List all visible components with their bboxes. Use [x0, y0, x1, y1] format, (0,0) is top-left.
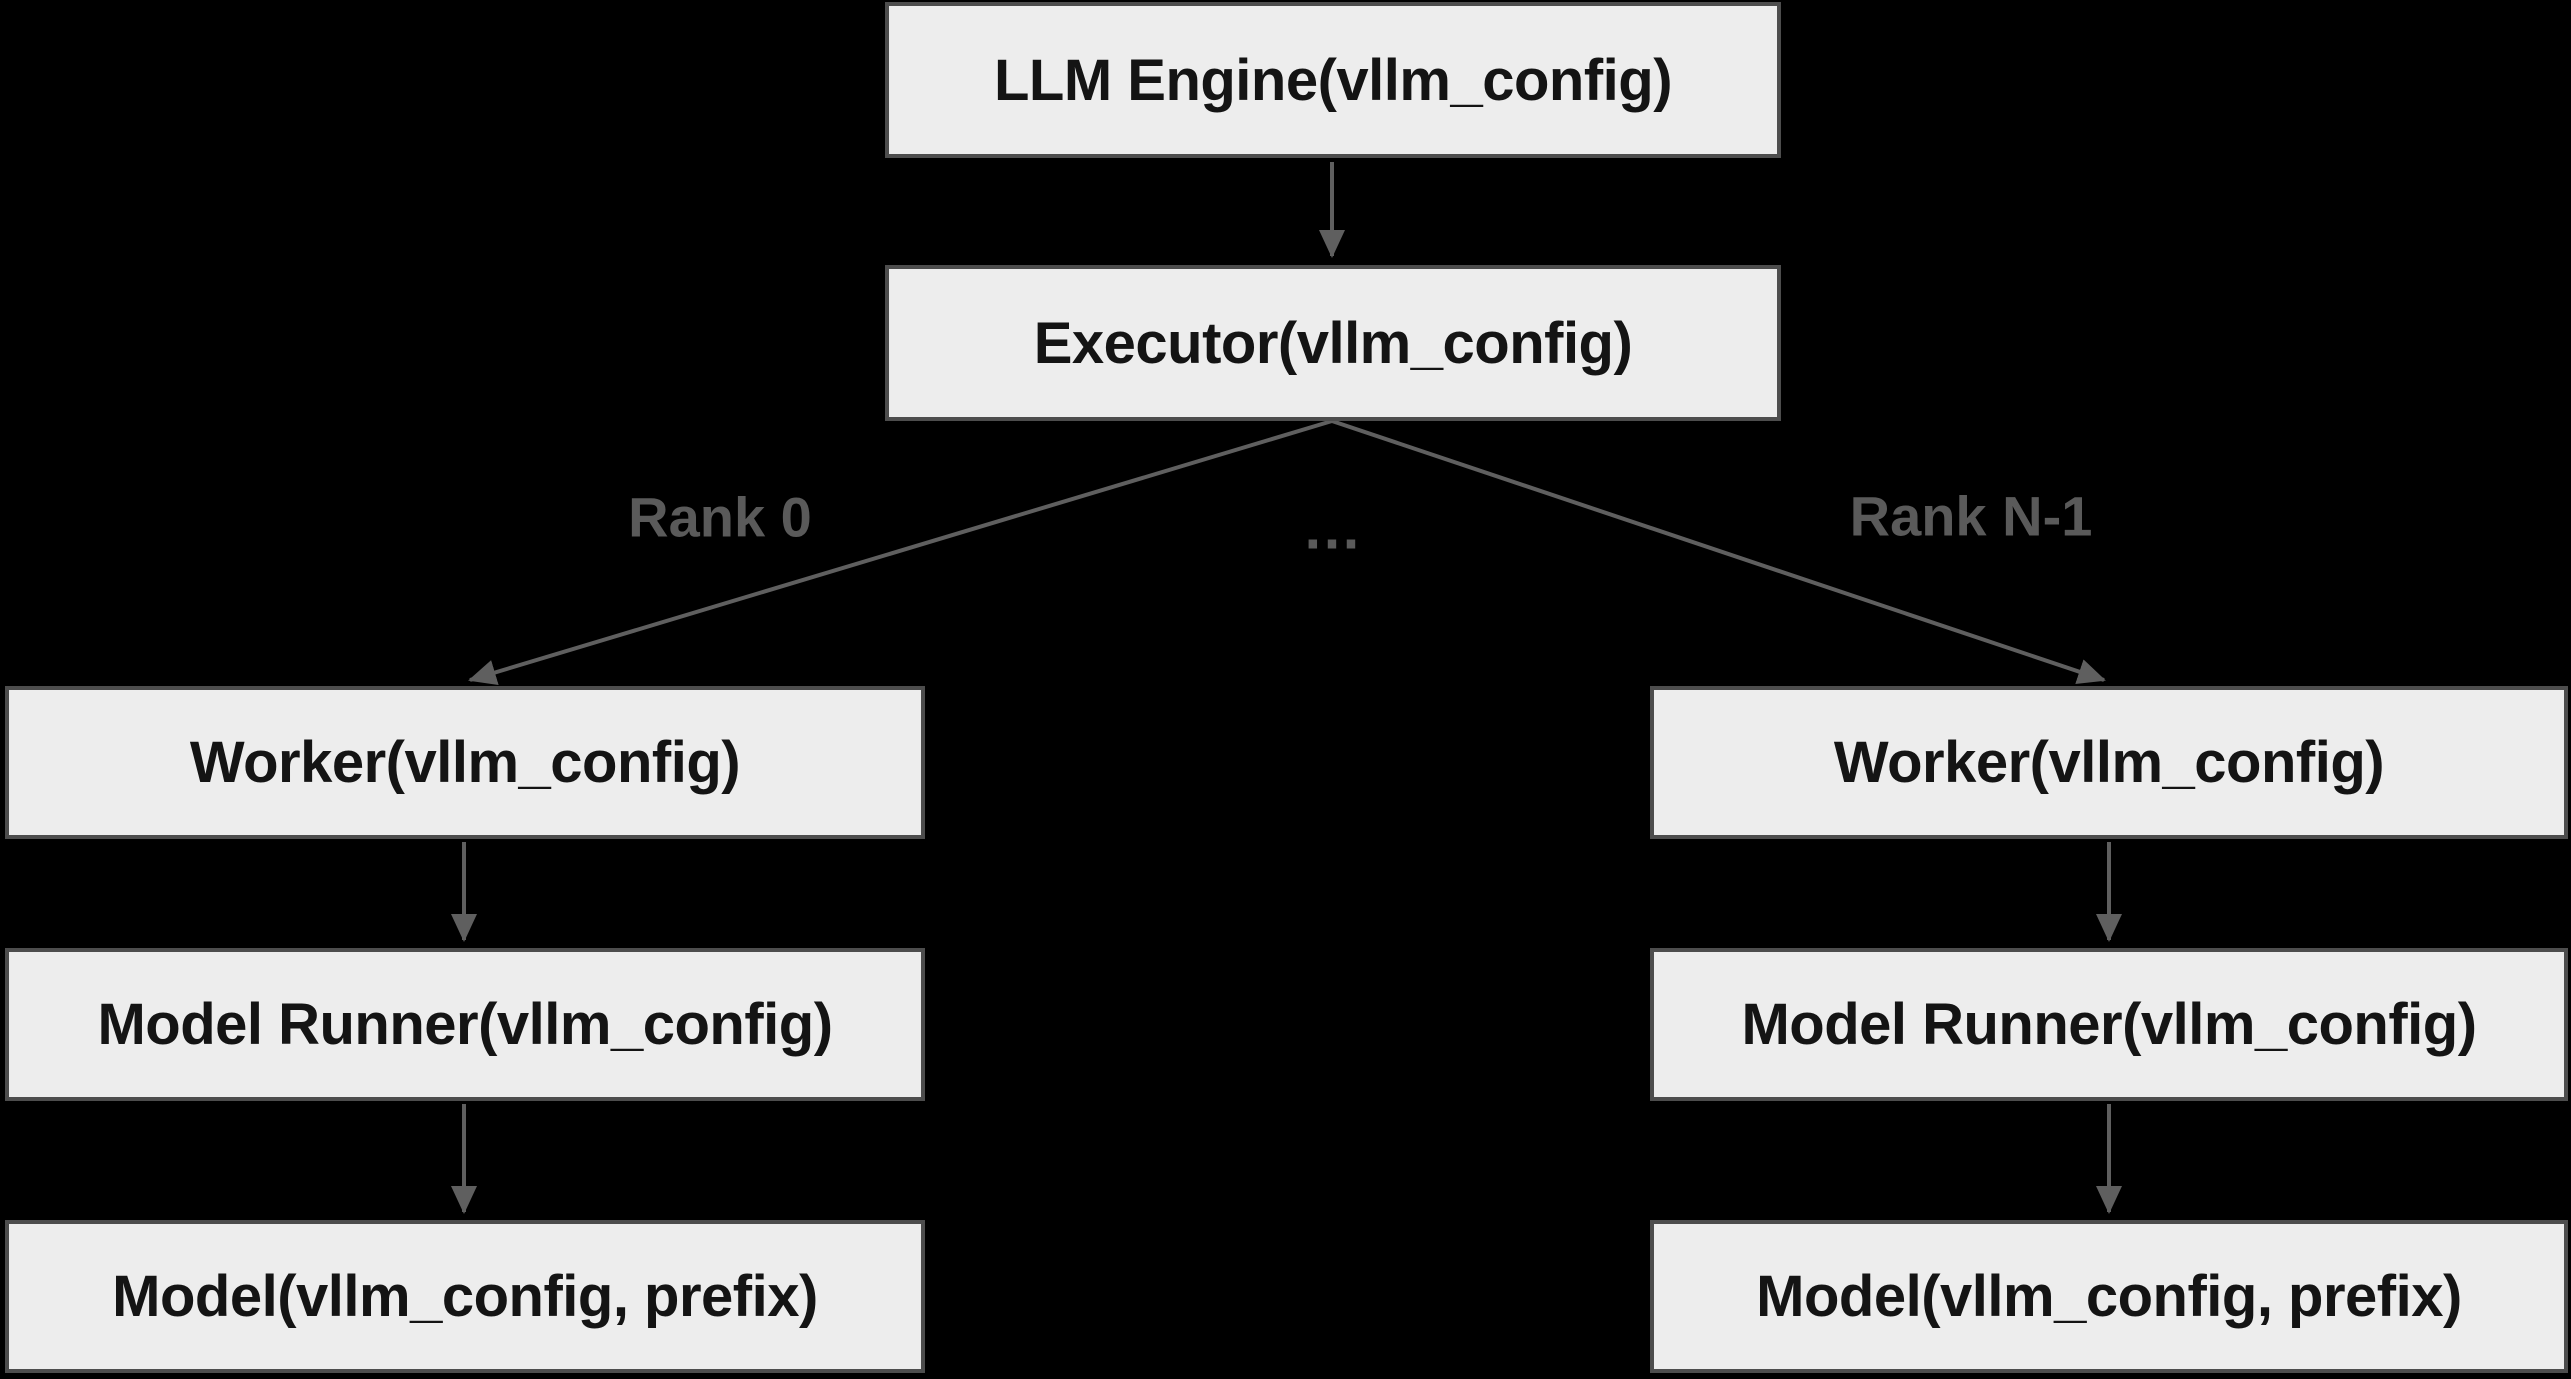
node-worker-rank0: Worker(vllm_config): [5, 686, 925, 839]
node-model-runner-rank0-label: Model Runner(vllm_config): [97, 992, 833, 1057]
edge-label-rank-n-1: Rank N-1: [1850, 484, 2093, 549]
node-model-runner-rankn1-label: Model Runner(vllm_config): [1741, 992, 2477, 1057]
node-llm-engine: LLM Engine(vllm_config): [885, 2, 1781, 158]
edge-executor-to-worker-rankn1: [1331, 419, 2106, 685]
edge-label-ellipsis: …: [1302, 494, 1362, 563]
node-model-runner-rank0: Model Runner(vllm_config): [5, 948, 925, 1101]
node-model-rank0-label: Model(vllm_config, prefix): [112, 1264, 818, 1329]
node-model-rank0: Model(vllm_config, prefix): [5, 1220, 925, 1373]
node-worker-rank0-label: Worker(vllm_config): [189, 730, 741, 795]
edge-label-ellipsis-text: …: [1302, 494, 1362, 562]
node-model-rankn1-label: Model(vllm_config, prefix): [1756, 1264, 2462, 1329]
edge-executor-to-worker-rank0: [468, 419, 1333, 685]
node-model-runner-rankn1: Model Runner(vllm_config): [1650, 948, 2568, 1101]
edge-label-rank-n-1-text: Rank N-1: [1849, 484, 2093, 548]
node-executor: Executor(vllm_config): [885, 265, 1781, 421]
edge-label-rank-0: Rank 0: [628, 485, 812, 550]
node-worker-rankn1-label: Worker(vllm_config): [1833, 730, 2385, 795]
node-worker-rankn1: Worker(vllm_config): [1650, 686, 2568, 839]
node-executor-label: Executor(vllm_config): [1033, 310, 1633, 376]
node-llm-engine-label: LLM Engine(vllm_config): [993, 47, 1673, 113]
node-model-rankn1: Model(vllm_config, prefix): [1650, 1220, 2568, 1373]
edge-label-rank-0-text: Rank 0: [628, 485, 812, 549]
